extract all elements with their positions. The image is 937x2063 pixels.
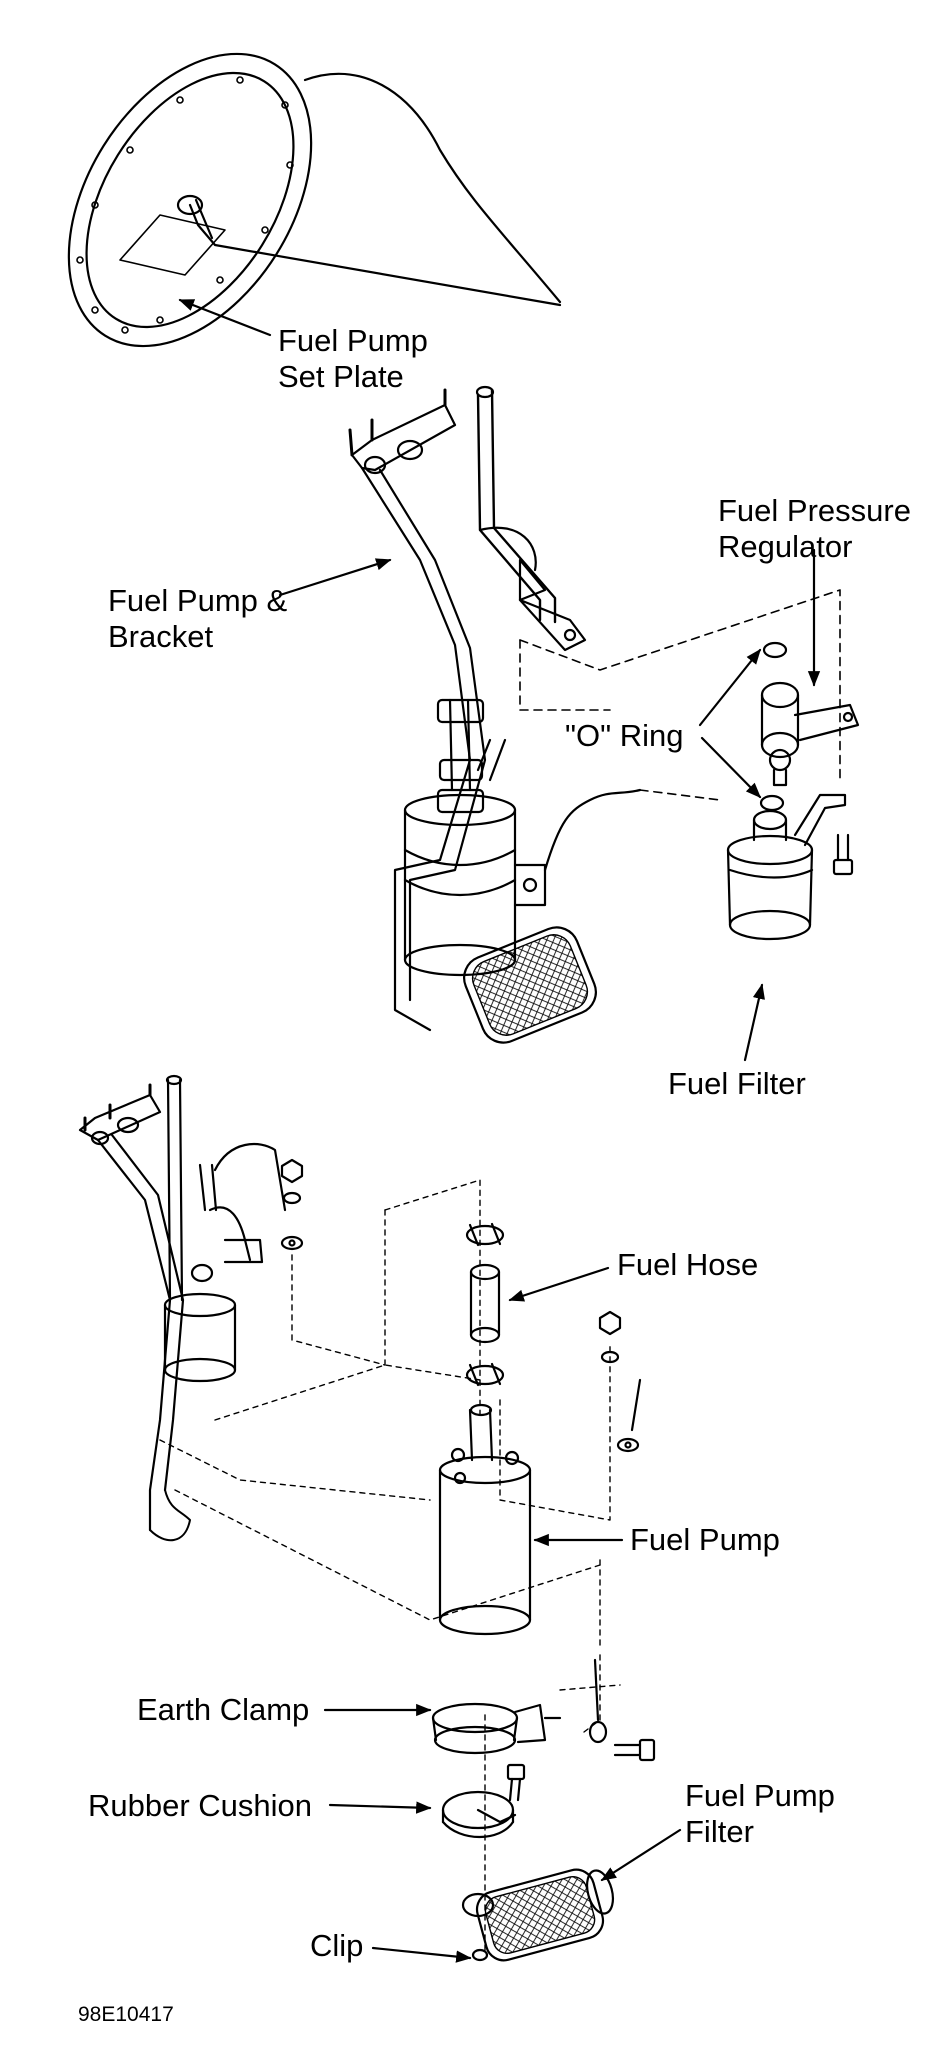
rubber-cushion-arrow bbox=[328, 1801, 432, 1814]
label-fuel-pump-bracket-line2: Bracket bbox=[108, 619, 214, 654]
figure-id: 98E10417 bbox=[78, 2003, 174, 2026]
label-fuel-pump-filter-line2: Filter bbox=[685, 1814, 754, 1849]
clip bbox=[471, 1948, 489, 1962]
hose-clamp-upper bbox=[465, 1222, 505, 1247]
earth-bolt bbox=[613, 1738, 656, 1762]
fuel-filter bbox=[726, 793, 847, 941]
small-fasteners-left bbox=[280, 1158, 304, 1251]
label-fuel-pressure-regulator-line2: Regulator bbox=[718, 529, 853, 564]
label-fuel-pressure-regulator-line1: Fuel Pressure bbox=[718, 493, 911, 528]
fuel-pump-bracket-assembly bbox=[348, 385, 642, 1044]
label-fuel-pump-set-plate-line2: Set Plate bbox=[278, 359, 404, 394]
dashed-guides-upper bbox=[519, 589, 841, 801]
o-ring-lower bbox=[759, 794, 785, 812]
fuel-hose-arrow bbox=[508, 1266, 610, 1302]
clip-arrow bbox=[371, 1946, 472, 1963]
fuel-hose bbox=[469, 1263, 501, 1344]
label-clip: Clip bbox=[310, 1928, 364, 1963]
fuel-pressure-regulator bbox=[760, 681, 860, 787]
o-ring-arrow-upper bbox=[698, 648, 762, 727]
bracket-assembly-small bbox=[78, 1074, 287, 1542]
o-ring-upper bbox=[762, 641, 788, 659]
set-plate-arrow bbox=[178, 298, 272, 337]
o-ring-arrow-lower bbox=[700, 736, 762, 799]
fuel-pump-set-plate bbox=[67, 52, 562, 348]
label-fuel-pump: Fuel Pump bbox=[630, 1522, 780, 1557]
cushion-screw bbox=[506, 1763, 526, 1802]
label-fuel-pump-set-plate-line1: Fuel Pump bbox=[278, 323, 428, 358]
label-fuel-pump-bracket-line1: Fuel Pump & bbox=[108, 583, 288, 618]
label-fuel-filter: Fuel Filter bbox=[668, 1066, 806, 1101]
bracket-arrow bbox=[278, 558, 392, 597]
label-fuel-hose: Fuel Hose bbox=[617, 1247, 759, 1282]
fuel-pump-filter-arrow bbox=[600, 1828, 682, 1882]
small-fasteners-right bbox=[598, 1310, 642, 1453]
label-fuel-pump-filter-line1: Fuel Pump bbox=[685, 1778, 835, 1813]
label-earth-clamp: Earth Clamp bbox=[137, 1692, 310, 1727]
earth-wire-terminal bbox=[588, 1658, 608, 1744]
label-o-ring: "O" Ring bbox=[565, 718, 684, 753]
mounting-bolt bbox=[832, 833, 854, 876]
hose-clamp-lower bbox=[465, 1362, 505, 1387]
earth-clamp bbox=[431, 1702, 562, 1755]
label-rubber-cushion: Rubber Cushion bbox=[88, 1788, 313, 1823]
fuel-filter-arrow bbox=[743, 983, 765, 1062]
rubber-cushion bbox=[441, 1790, 517, 1839]
fuel-pump bbox=[438, 1403, 532, 1636]
fuel-pump-filter bbox=[461, 1868, 615, 1962]
dashed-guides-lower bbox=[159, 1179, 621, 1951]
